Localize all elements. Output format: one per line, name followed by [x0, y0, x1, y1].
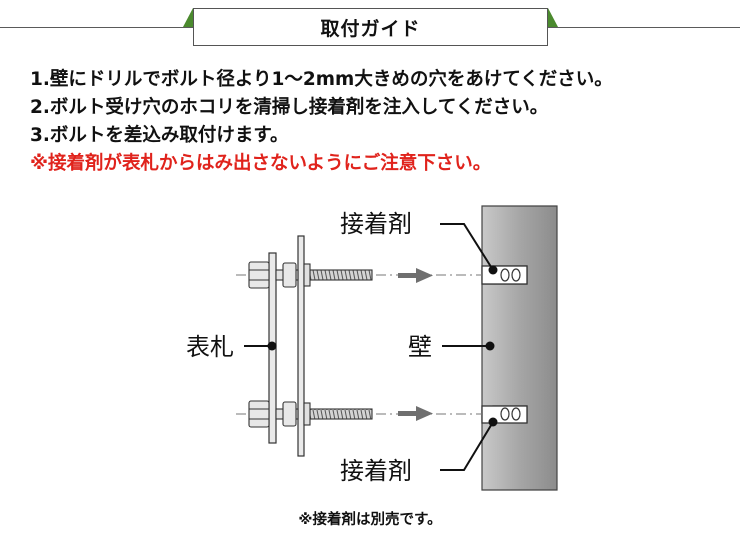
warning-note: ※接着剤が表札からはみ出さないようにご注意下さい。	[30, 153, 492, 174]
label-nameplate: 表札	[186, 333, 234, 361]
leader-adhesive-bottom	[440, 417, 498, 471]
title-tab-left-accent	[183, 8, 193, 27]
instruction-list: 1.壁にドリルでボルト径より1～2mm大きめの穴をあけてください。 2.ボルト受…	[30, 66, 730, 178]
adhesive-blobs-bottom	[500, 407, 521, 421]
instruction-step-1: 1.壁にドリルでボルト径より1～2mm大きめの穴をあけてください。	[30, 69, 613, 90]
nameplate-back-board	[297, 235, 305, 457]
installation-diagram: 接着剤 接着剤 表札 壁	[186, 205, 558, 491]
footnote: ※接着剤は別売です。	[298, 512, 442, 528]
leader-adhesive-top	[440, 223, 498, 275]
leader-nameplate	[244, 341, 277, 351]
bolt-assembly-top	[248, 261, 373, 289]
insert-arrow-bottom	[398, 406, 433, 421]
bolt-assembly-bottom	[248, 400, 373, 428]
page-title: 取付ガイド	[193, 8, 548, 46]
label-wall: 壁	[408, 333, 432, 361]
instruction-step-3: 3.ボルトを差込み取付けます。	[30, 125, 289, 146]
adhesive-blobs-top	[500, 268, 521, 282]
instruction-step-2: 2.ボルト受け穴のホコリを清掃し接着剤を注入してください。	[30, 97, 549, 118]
label-adhesive-top: 接着剤	[340, 210, 412, 238]
leader-wall	[442, 341, 495, 351]
label-adhesive-bottom: 接着剤	[340, 457, 412, 485]
title-tab-right-accent	[548, 8, 558, 27]
insert-arrow-top	[398, 268, 433, 283]
